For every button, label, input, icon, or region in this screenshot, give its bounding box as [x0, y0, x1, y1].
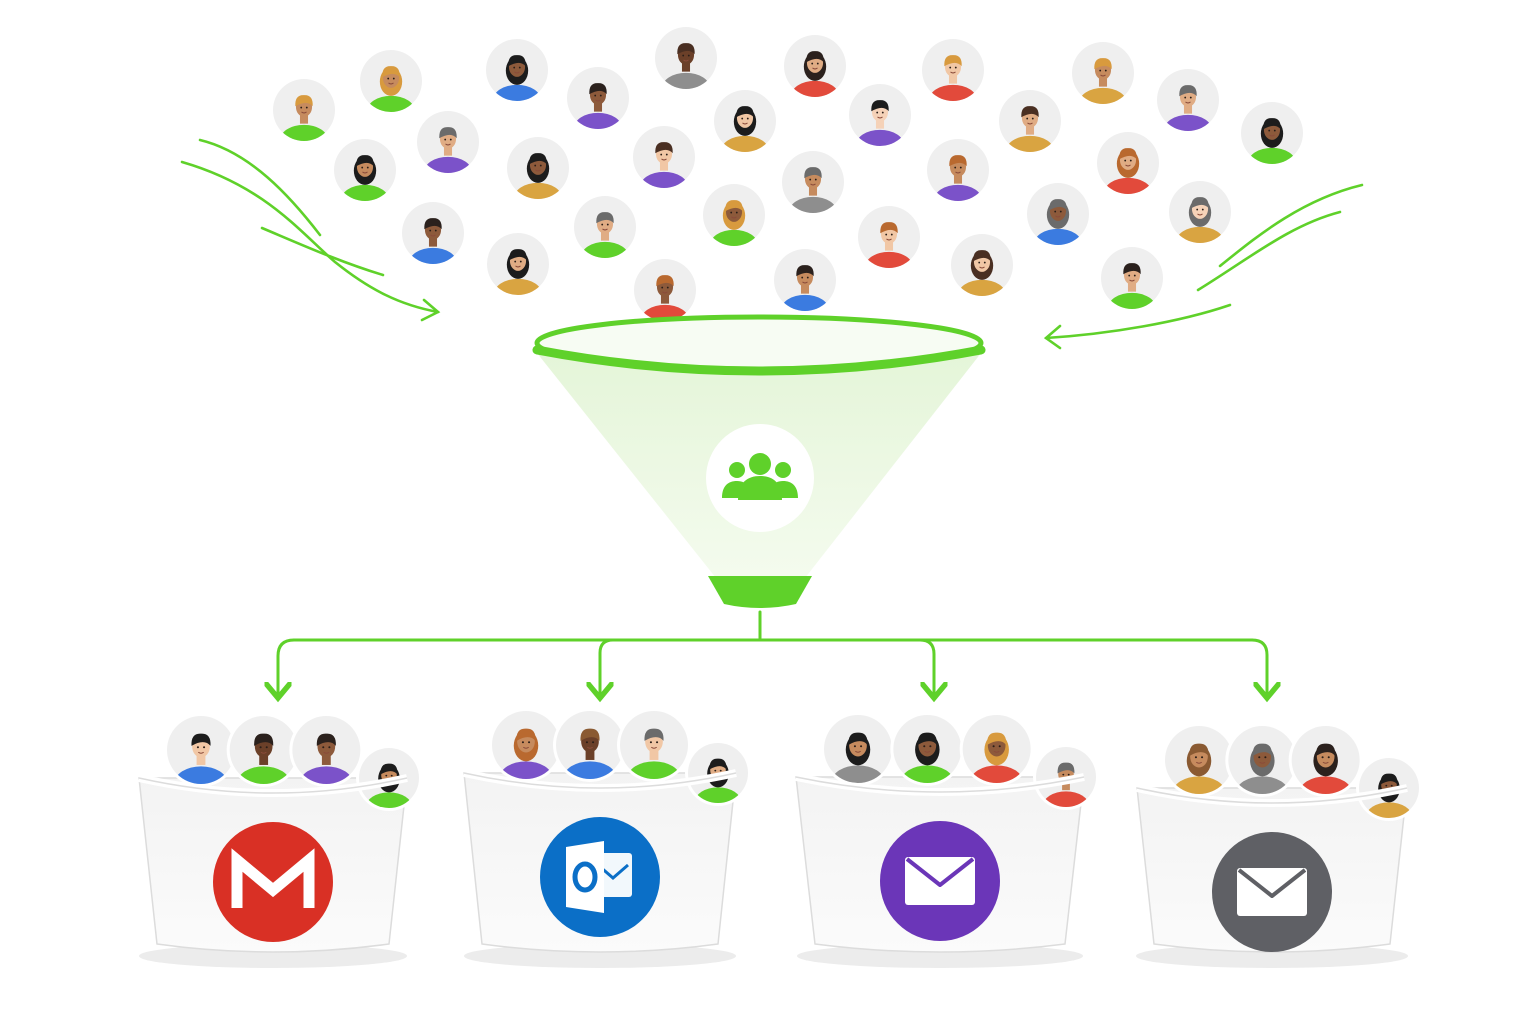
bucket-purple-mail-avatar-2: [890, 712, 965, 786]
crowd-avatar-14: [630, 123, 698, 191]
distribution-connectors: [278, 610, 1267, 698]
connector-to-purple-mail: [918, 638, 934, 698]
crowd-avatar-13: [504, 134, 572, 202]
flow-line-right-2: [1196, 210, 1342, 292]
bucket-gray-mail-avatar-3: [1288, 723, 1363, 797]
connector-to-gmail: [278, 638, 296, 698]
crowd-avatar-19: [1094, 129, 1162, 197]
crowd-avatar-31: [771, 246, 839, 314]
crowd-avatar-4: [564, 64, 632, 132]
crowd-avatar-20: [1166, 178, 1234, 246]
funnel-spout: [708, 576, 812, 608]
crowd-avatar-5: [652, 24, 720, 92]
crowd-avatar-3: [483, 36, 551, 104]
crowd-avatar-16: [846, 81, 914, 149]
crowd-avatar-7: [919, 36, 987, 104]
bucket-purple-mail: [795, 712, 1099, 968]
mail-icon: [1212, 832, 1332, 952]
crowd-avatar-9: [1154, 66, 1222, 134]
bucket-outlook-avatar-3: [617, 708, 691, 782]
crowd-avatar-2: [357, 47, 425, 115]
incoming-flow-arrows: [180, 138, 1364, 350]
crowd-avatar-12: [414, 108, 482, 176]
flow-line-left-2: [198, 138, 322, 237]
bucket-gray-mail: [1136, 723, 1422, 968]
crowd-avatar-23: [571, 193, 639, 261]
funnel-rim-band: [532, 345, 986, 376]
crowd-avatar-24: [700, 181, 768, 249]
bucket-contacts: [164, 713, 422, 811]
flow-arrow-right-head: [1043, 324, 1062, 350]
flow-line-right-3: [1044, 303, 1232, 340]
flow-arrow-left-head: [420, 298, 441, 322]
crowd-avatar-21: [399, 199, 467, 267]
bucket-outlook-avatar-2: [553, 708, 627, 782]
email-provider-buckets: [138, 708, 1422, 968]
bucket-gmail-avatar-2: [226, 713, 301, 787]
connector-to-gray-mail: [1250, 638, 1267, 698]
flow-line-left-3: [260, 226, 385, 277]
crowd-avatar-15: [711, 87, 779, 155]
crowd-avatar-17: [924, 136, 992, 204]
crowd-avatar-22: [484, 230, 552, 298]
crowd-avatar-18: [996, 87, 1064, 155]
bucket-outlook-avatar-1: [489, 708, 563, 782]
bucket-contacts: [489, 708, 751, 806]
crowd-avatar-28: [1024, 180, 1092, 248]
crowd-avatar-29: [1098, 244, 1166, 312]
crowd-avatar-10: [1238, 99, 1306, 167]
crowd-avatar-25: [779, 148, 847, 216]
bucket-gmail-avatar-1: [164, 713, 238, 787]
crowd-avatar-26: [855, 203, 923, 271]
bucket-gmail: [138, 713, 422, 968]
contact-crowd: [270, 24, 1306, 324]
crowd-avatar-8: [1069, 39, 1137, 107]
crowd-avatar-1: [270, 76, 338, 144]
bucket-purple-mail-avatar-1: [821, 712, 895, 786]
crowd-avatar-27: [948, 231, 1016, 299]
segmentation-funnel: [532, 314, 986, 608]
gmail-icon: [213, 822, 333, 942]
bucket-gray-mail-avatar-1: [1162, 723, 1236, 797]
connector-to-outlook: [600, 638, 615, 698]
bucket-gray-mail-avatar-2: [1225, 723, 1300, 797]
bucket-gmail-avatar-3: [289, 713, 364, 787]
crowd-avatar-11: [331, 136, 399, 204]
crowd-avatar-6: [781, 32, 849, 100]
bucket-outlook: [463, 708, 751, 968]
group-icon: [722, 453, 798, 500]
mail-icon: [880, 821, 1000, 941]
flow-line-left-1: [180, 160, 440, 314]
bucket-purple-mail-avatar-3: [959, 712, 1034, 786]
outlook-icon: [540, 817, 660, 937]
bucket-contacts: [821, 712, 1099, 810]
flow-line-right-1: [1218, 183, 1364, 268]
crowd-avatar-30: [631, 256, 699, 324]
